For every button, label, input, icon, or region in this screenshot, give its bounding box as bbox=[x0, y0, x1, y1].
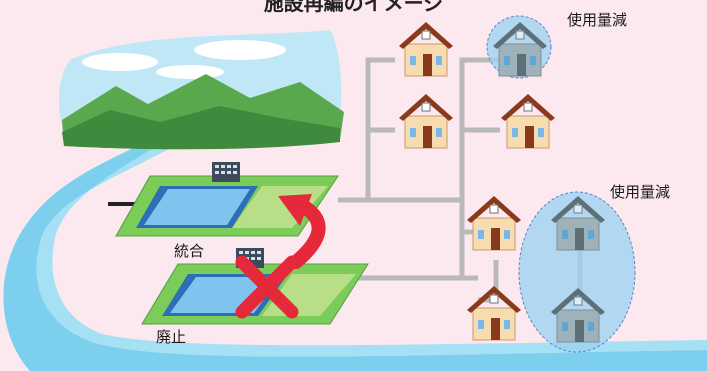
house-icon bbox=[466, 195, 522, 251]
abolished-plant bbox=[141, 248, 369, 325]
abolition-label: 廃止 bbox=[156, 328, 187, 346]
reduced-zone-bottom bbox=[518, 191, 636, 353]
house-icon bbox=[398, 93, 454, 149]
curved-arrow-icon bbox=[278, 194, 326, 269]
river bbox=[3, 140, 707, 371]
river-inner bbox=[36, 146, 707, 357]
reduced-use-label-bottom: 使用量減 bbox=[610, 183, 671, 201]
mountain-icon bbox=[58, 30, 344, 150]
pipe-upper bbox=[459, 57, 500, 200]
house-icon bbox=[500, 93, 556, 149]
house-icon bbox=[398, 21, 454, 77]
integrated-plant bbox=[115, 162, 339, 237]
cross-icon bbox=[235, 255, 299, 319]
reduced-use-label-top: 使用量減 bbox=[567, 11, 628, 29]
building-icon bbox=[212, 162, 240, 182]
integration-label: 統合 bbox=[174, 242, 205, 260]
heading-partial: 施設再編のイメージ bbox=[263, 0, 444, 15]
